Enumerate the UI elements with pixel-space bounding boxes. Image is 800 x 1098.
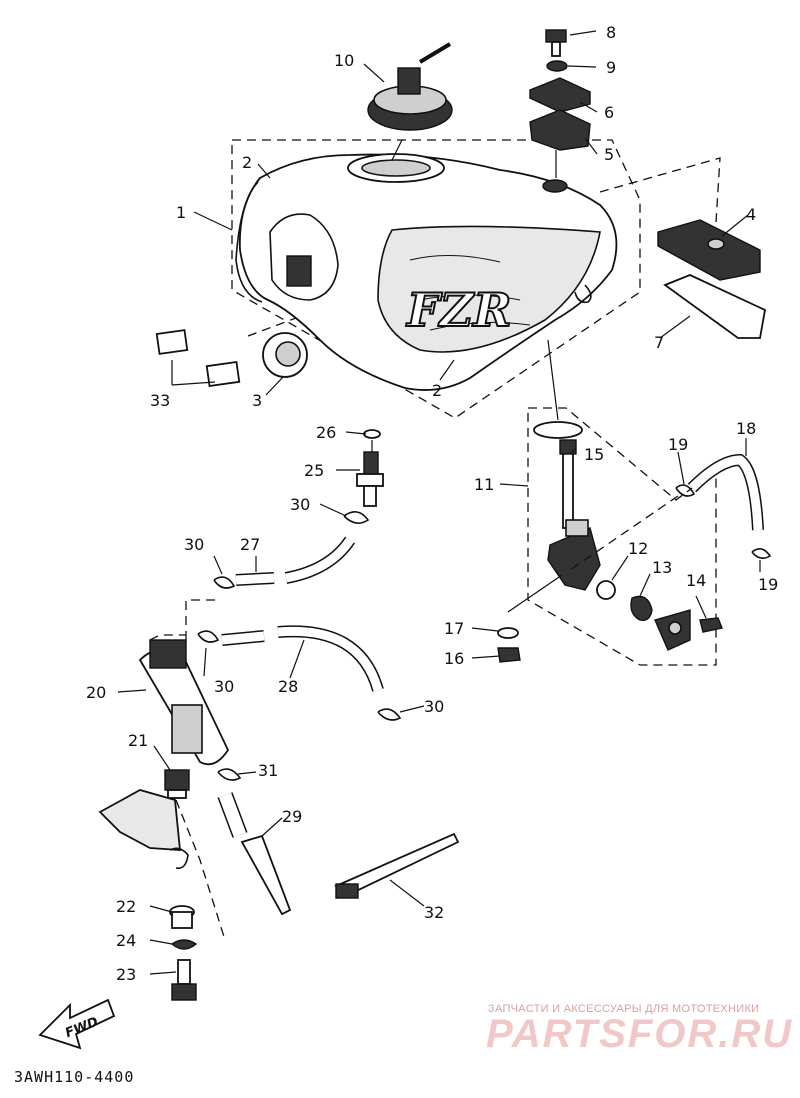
bracket-5 (529, 109, 591, 151)
label-33b (205, 360, 241, 388)
callout-2a: 2 (242, 153, 252, 172)
callout-4: 4 (746, 205, 756, 224)
valve-25 (356, 451, 384, 507)
watermark-subtitle: ЗАПЧАСТИ И АКСЕССУАРЫ ДЛЯ МОТОТЕХНИКИ (488, 1003, 760, 1015)
o-ring-15 (533, 421, 583, 439)
callout-22: 22 (116, 897, 136, 916)
callout-32: 32 (424, 903, 444, 922)
callout-19b: 19 (758, 575, 778, 594)
callout-26: 26 (316, 423, 336, 442)
tank-side-panel (235, 181, 263, 303)
plate-7 (663, 274, 767, 339)
fuel-cock-outline (527, 407, 717, 666)
gasket-13 (630, 595, 653, 621)
fuel-tank (235, 153, 618, 391)
callout-25: 25 (304, 461, 324, 480)
callout-28: 28 (278, 677, 298, 696)
tank-assembly-outline (231, 139, 641, 419)
callout-21: 21 (128, 731, 148, 750)
o-ring-12 (596, 580, 616, 600)
callout-15: 15 (584, 445, 604, 464)
callout-9: 9 (606, 58, 616, 77)
callout-2b: 2 (432, 381, 442, 400)
fwd-arrow-icon: FWD (38, 998, 116, 1050)
label-33a (155, 329, 189, 355)
clip-19a (675, 484, 696, 497)
damper-21 (164, 769, 190, 799)
callout-23: 23 (116, 965, 136, 984)
callout-12: 12 (628, 539, 648, 558)
clip-30d (197, 630, 220, 643)
callout-1: 1 (176, 203, 186, 222)
callout-33: 33 (150, 391, 170, 410)
callout-30a: 30 (290, 495, 310, 514)
damper-4 (657, 219, 761, 281)
clip-31 (217, 768, 242, 781)
fuel-cock (547, 439, 601, 591)
washer-24 (170, 939, 198, 950)
callout-6: 6 (604, 103, 614, 122)
grommet (542, 179, 568, 193)
washer-9 (546, 60, 568, 72)
callout-30b: 30 (184, 535, 204, 554)
watermark-brand: PARTSFOR.RU (486, 1012, 794, 1056)
bracket-6 (529, 77, 591, 113)
washer-17 (497, 627, 519, 639)
callout-20: 20 (86, 683, 106, 702)
callout-30c: 30 (214, 677, 234, 696)
clip-30c (377, 708, 402, 721)
callout-30d: 30 (424, 697, 444, 716)
bolt-8 (545, 29, 567, 57)
tank-logo-text: FZR (405, 283, 511, 337)
callout-3: 3 (252, 391, 262, 410)
callout-10: 10 (334, 51, 354, 70)
bolt-23 (171, 959, 197, 1001)
clip-19b (751, 548, 772, 560)
callout-11: 11 (474, 475, 494, 494)
callout-16: 16 (444, 649, 464, 668)
callout-18: 18 (736, 419, 756, 438)
callout-27: 27 (240, 535, 260, 554)
ring-26 (363, 429, 381, 439)
callout-17: 17 (444, 619, 464, 638)
clip-30b (213, 576, 236, 589)
screw-14 (699, 617, 723, 633)
fuel-pump-20 (138, 634, 230, 766)
collar-22 (169, 905, 195, 929)
callout-19a: 19 (668, 435, 688, 454)
bolt-16 (497, 647, 521, 663)
callout-5: 5 (604, 145, 614, 164)
fuel-cap (367, 42, 453, 131)
callout-7: 7 (654, 333, 664, 352)
diagram-code: 3AWH110-4400 (14, 1068, 135, 1086)
callout-29: 29 (282, 807, 302, 826)
leader-lines (117, 30, 761, 975)
callout-8: 8 (606, 23, 616, 42)
clip-30a (343, 511, 370, 524)
callout-24: 24 (116, 931, 136, 950)
callout-14: 14 (686, 571, 706, 590)
callout-31: 31 (258, 761, 278, 780)
callout-13: 13 (652, 558, 672, 577)
frame-bracket (98, 789, 182, 851)
